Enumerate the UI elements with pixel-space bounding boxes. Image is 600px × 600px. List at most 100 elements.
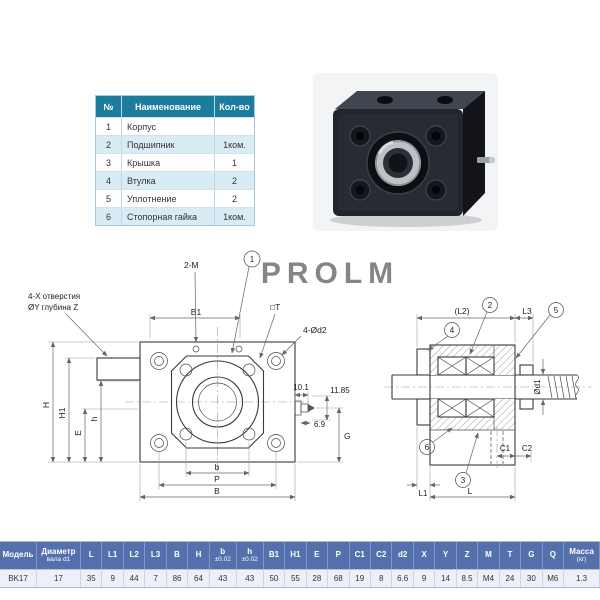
product-photo: [313, 73, 498, 231]
spec-header-cell: P: [328, 542, 350, 569]
watermark: PROLM: [261, 257, 399, 290]
spec-value-cell: 28: [307, 570, 329, 587]
parts-table-cell: 2: [231, 193, 237, 204]
spec-header-cell: B: [167, 542, 189, 569]
dim-label-2m: 2-M: [184, 260, 199, 270]
dim-label-h-small: h: [89, 416, 99, 421]
dim-label-l2: (L2): [454, 306, 469, 316]
parts-table-header: № Наименование Кол-во: [96, 96, 254, 117]
dim-label-h1: H1: [57, 407, 67, 418]
dim-label-d1: Ød1: [533, 379, 542, 395]
spec-value-cell: BK17: [0, 570, 37, 587]
spec-header-cell: C1: [350, 542, 371, 569]
spec-value-cell: M6: [543, 570, 565, 587]
dim-label-c2: C2: [522, 444, 533, 453]
callout-5: 5: [554, 306, 559, 315]
technical-drawing: PROLM B1 2-M 1 □T: [28, 250, 592, 501]
spec-value-cell: M4: [478, 570, 500, 587]
spec-value-cell: 35: [81, 570, 103, 587]
dim-label-b-total: B: [214, 486, 220, 496]
front-view: B1 2-M 1 □T 4-Ød2 10.1 11.85 6.9 G H: [28, 250, 351, 501]
note-line2: ØY глубина Z: [28, 303, 78, 312]
dim-label-6-9: 6.9: [314, 420, 326, 429]
dim-label-b1: B1: [191, 307, 202, 317]
spec-header-cell: G: [521, 542, 543, 569]
note-line1: 4-Х отверстия: [28, 292, 80, 301]
side-view: (L2) L3 Ød1 2 5 4 6 3 L1 L C1 C: [384, 297, 592, 501]
spec-value-cell: 24: [500, 570, 522, 587]
spec-header-cell: M: [478, 542, 500, 569]
parts-header-num: №: [96, 96, 122, 117]
spec-header-cell: b±0.02: [210, 542, 237, 569]
spec-value-cell: 8.5: [457, 570, 479, 587]
spec-value-cell: 30: [521, 570, 543, 587]
spec-value-cell: 9: [414, 570, 436, 587]
parts-table-cell: Стопорная гайка: [122, 208, 215, 225]
parts-table-cell: 2: [96, 136, 122, 153]
parts-table-cell: 1ком.: [223, 211, 246, 222]
parts-table-cell: 3: [96, 154, 122, 171]
dim-label-t: □T: [270, 302, 280, 312]
callout-1: 1: [250, 255, 255, 264]
spec-header-cell: Z: [457, 542, 479, 569]
parts-table-cell: 1: [96, 118, 122, 135]
spec-value-cell: 55: [285, 570, 307, 587]
spec-header-cell: H: [188, 542, 210, 569]
spec-value-cell: 44: [124, 570, 146, 587]
dim-label-e: E: [73, 430, 83, 436]
spec-value-cell: 86: [167, 570, 189, 587]
dim-label-l3: L3: [522, 306, 532, 316]
spec-value-cell: 6.6: [392, 570, 414, 587]
dim-label-b-small: b: [215, 462, 220, 472]
callout-6: 6: [425, 443, 430, 452]
spec-header-cell: T: [500, 542, 522, 569]
parts-table-cell: 1: [231, 157, 237, 168]
spec-header-cell: Y: [435, 542, 457, 569]
spec-value-cell: 14: [435, 570, 457, 587]
spec-header-cell: L1: [102, 542, 124, 569]
parts-header-qty: Кол-во: [219, 101, 250, 112]
parts-table-cell: Корпус: [122, 118, 215, 135]
spec-value-cell: 68: [328, 570, 350, 587]
parts-table-cell: 6: [96, 208, 122, 225]
spec-header-cell: C2: [371, 542, 393, 569]
parts-table-cell: 1ком.: [223, 139, 246, 150]
spec-header-cell: Q: [543, 542, 565, 569]
spec-value-cell: 19: [350, 570, 371, 587]
parts-table-cell: [215, 118, 254, 135]
dim-label-l: L: [468, 486, 473, 496]
callout-4: 4: [450, 326, 455, 335]
spec-value-cell: 8: [371, 570, 393, 587]
spec-header-cell: Масса(кг): [564, 542, 600, 569]
spec-header-cell: L: [81, 542, 103, 569]
spec-header-cell: d2: [392, 542, 414, 569]
parts-table-cell: Подшипник: [122, 136, 215, 153]
spec-value-cell: 64: [188, 570, 210, 587]
spec-value-cell: 17: [37, 570, 81, 587]
spec-header-cell: L3: [145, 542, 167, 569]
callout-2: 2: [488, 301, 493, 310]
dim-label-h-total: H: [41, 402, 51, 408]
spec-header-cell: E: [307, 542, 329, 569]
spec-header-cell: Модель: [0, 542, 37, 569]
dim-label-g: G: [344, 431, 351, 441]
parts-header-name: Наименование: [122, 96, 215, 117]
dim-label-p: P: [214, 474, 220, 484]
parts-table-cell: 4: [96, 172, 122, 189]
spec-value-cell: 1.3: [564, 570, 600, 587]
spec-header-cell: L2: [124, 542, 146, 569]
dim-label-c1: C1: [500, 444, 511, 453]
spec-value-cell: 43: [210, 570, 237, 587]
parts-table-cell: Втулка: [122, 172, 215, 189]
